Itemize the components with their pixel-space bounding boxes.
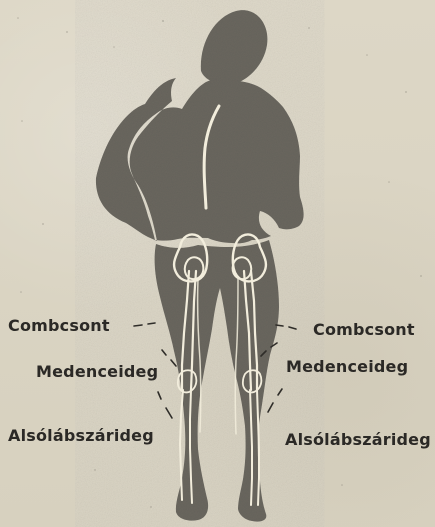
left-tibial-nerve-label: Alsólábszárideg (8, 426, 154, 445)
right-sciatic-nerve-label: Medenceideg (286, 357, 408, 376)
right-tibial-nerve-label: Alsólábszárideg (285, 430, 431, 449)
left-femur-leader (134, 323, 155, 326)
left-sciatic-leader (162, 350, 176, 366)
left-femur-label: Combcsont (8, 316, 110, 335)
left-sciatic-nerve-label: Medenceideg (36, 362, 158, 381)
torso-shape (96, 78, 304, 243)
head-shape (201, 10, 268, 84)
right-femur-label: Combcsont (313, 320, 415, 339)
left-tibial-leader (158, 392, 172, 418)
lower-body-shape (155, 240, 279, 522)
right-tibial-leader (268, 389, 282, 412)
right-femur-leader (276, 325, 296, 329)
